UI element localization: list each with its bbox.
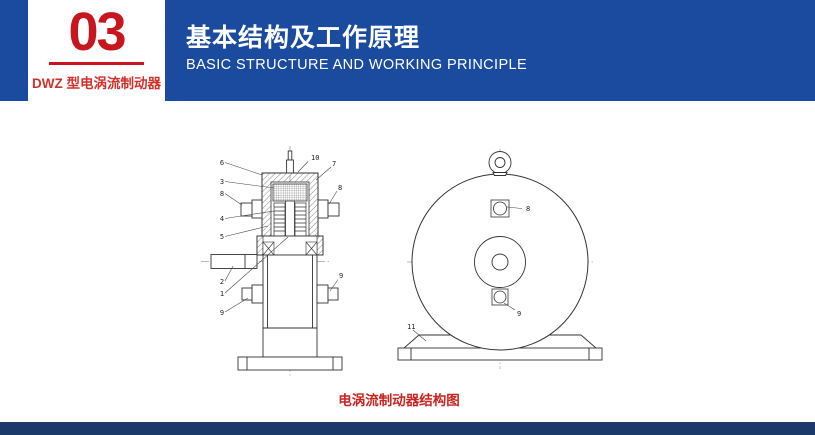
bearing-flange bbox=[256, 235, 324, 256]
chapter-badge: 03 DWZ 型电涡流制动器 bbox=[28, 0, 165, 104]
excitation-coil bbox=[272, 183, 308, 202]
brake-front-view-drawing: 8 9 11 bbox=[397, 149, 603, 369]
bearing-right bbox=[305, 241, 318, 256]
part-label-8-right: 8 bbox=[338, 184, 342, 192]
part-label-1: 1 bbox=[220, 290, 224, 298]
lifting-eyebolt bbox=[488, 151, 512, 176]
section-title: 基本结构及工作原理 bbox=[186, 24, 421, 52]
chapter-label: DWZ 型电涡流制动器 bbox=[32, 76, 161, 91]
part-label-8-left: 8 bbox=[220, 190, 224, 198]
output-shaft bbox=[210, 254, 258, 269]
top-pin-boss bbox=[490, 199, 510, 218]
part-label-10: 10 bbox=[311, 154, 319, 162]
lower-trunnion-pins bbox=[241, 284, 339, 304]
part-label-9-front: 9 bbox=[517, 310, 521, 318]
badge-divider bbox=[49, 62, 144, 65]
part-label-4: 4 bbox=[220, 215, 224, 223]
brake-cross-section-drawing: 6 3 8 4 5 2 1 9 10 7 8 9 bbox=[201, 146, 343, 376]
part-label-3: 3 bbox=[220, 178, 224, 186]
base-flange bbox=[237, 356, 343, 371]
leader-lines bbox=[224, 161, 339, 313]
part-label-2: 2 bbox=[220, 278, 224, 286]
part-label-9-left: 9 bbox=[220, 309, 224, 317]
chapter-number: 03 bbox=[68, 2, 126, 62]
part-label-5: 5 bbox=[220, 233, 224, 241]
figure-caption: 电涡流制动器结构图 bbox=[338, 393, 460, 408]
part-label-9-right: 9 bbox=[339, 272, 343, 280]
section-subtitle: BASIC STRUCTURE AND WORKING PRINCIPLE bbox=[186, 57, 528, 73]
bearing-left bbox=[262, 241, 275, 256]
part-label-8-front: 8 bbox=[526, 205, 530, 213]
top-shaft bbox=[286, 150, 294, 174]
lower-housing bbox=[262, 254, 318, 358]
section-title-block: 基本结构及工作原理 BASIC STRUCTURE AND WORKING PR… bbox=[186, 24, 527, 73]
upper-trunnion-pins bbox=[240, 199, 340, 219]
bottom-pin-boss bbox=[491, 288, 509, 306]
part-label-11: 11 bbox=[407, 323, 415, 331]
leader-lines bbox=[412, 206, 523, 342]
part-label-7: 7 bbox=[332, 160, 336, 168]
footer-bar bbox=[0, 422, 815, 435]
center-hub bbox=[474, 236, 526, 288]
part-label-6: 6 bbox=[220, 159, 224, 167]
